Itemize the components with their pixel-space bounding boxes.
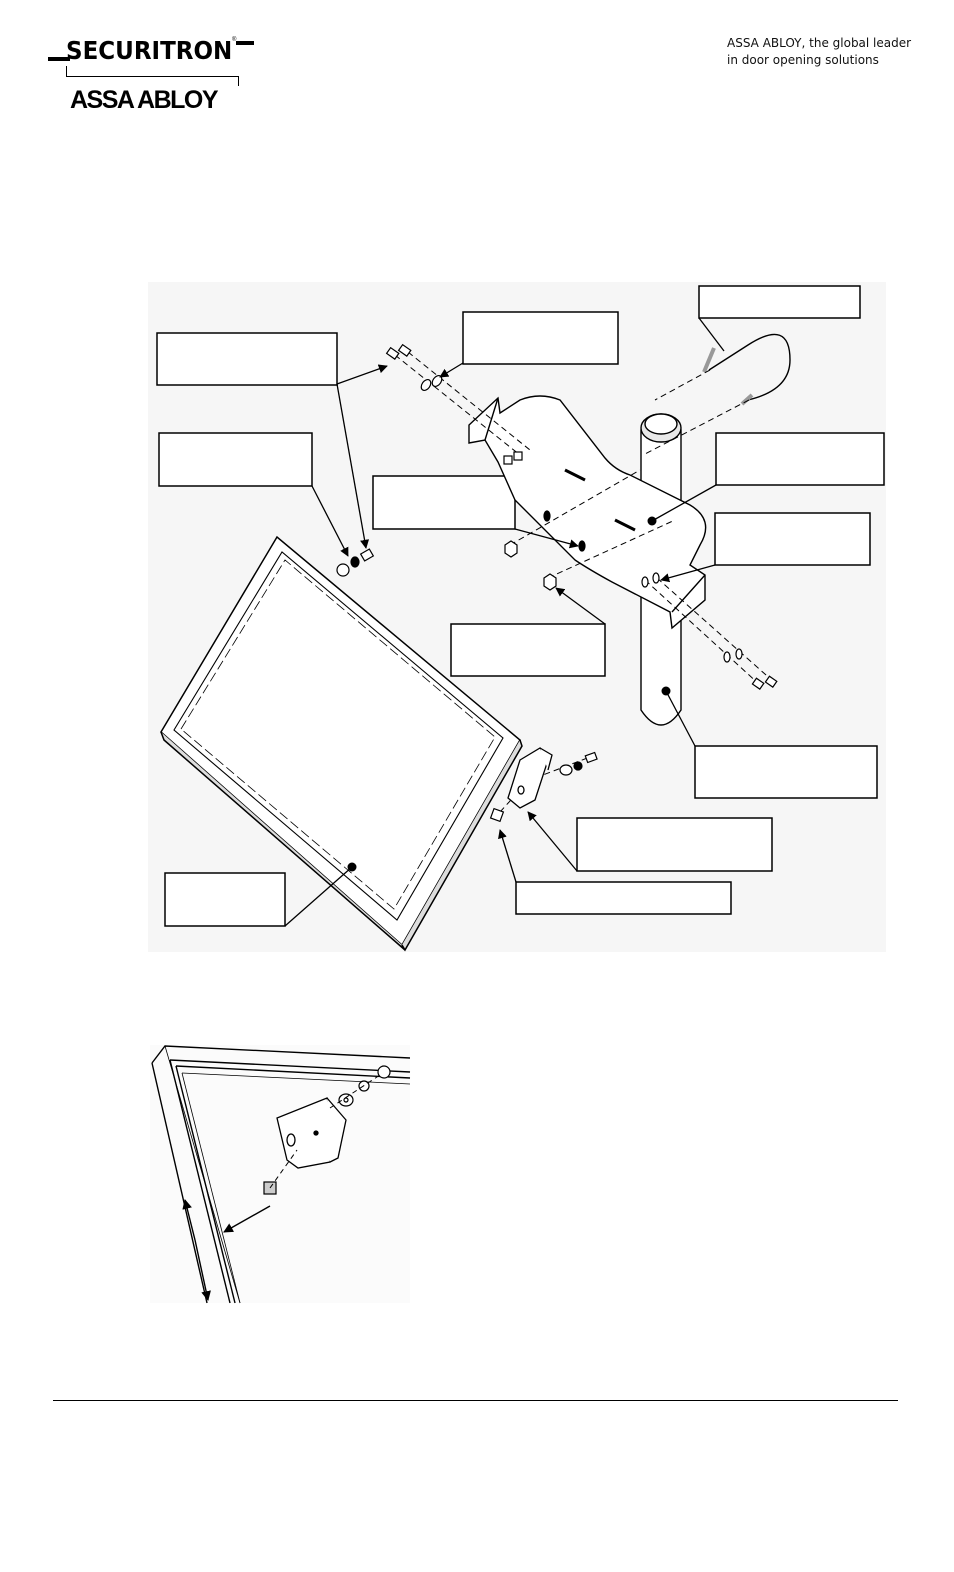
hardware-parts (336, 343, 778, 823)
registered-mark: ® (232, 37, 237, 43)
logo-bracket-line (66, 76, 238, 77)
tagline-line-2: in door opening solutions (727, 53, 879, 67)
callout-boxes (156, 285, 885, 927)
callout-box-panel-hardware (158, 432, 313, 487)
callout-box-u-bolt (698, 285, 861, 319)
securitron-assa-abloy-logo: SECURITRON ® ASSA ABLOY (48, 36, 268, 116)
callout-box-square-nut (515, 881, 732, 915)
callout-box-pole (694, 745, 878, 799)
logo-bracket-right (238, 76, 239, 86)
callout-box-screws-top (156, 332, 338, 386)
logo-bar-left (48, 57, 70, 61)
callout-box-panel (164, 872, 286, 927)
mounting-clip (507, 747, 553, 809)
callout-box-clip (576, 817, 773, 872)
logo-bracket-left (66, 66, 67, 76)
tagline-line-1: ASSA ABLOY, the global leader (727, 36, 912, 50)
logo-bar-right (236, 41, 254, 45)
callout-box-washers-top (462, 311, 619, 365)
detail-hardware (263, 1065, 391, 1195)
callout-box-lock-washer (372, 475, 516, 530)
u-bolt (644, 333, 791, 455)
assa-abloy-wordmark: ASSA ABLOY (70, 86, 219, 114)
callout-box-washers-right (714, 512, 871, 566)
leader-dots (347, 516, 671, 872)
detail-clip (276, 1097, 347, 1169)
callout-box-nut (450, 623, 606, 677)
tagline: ASSA ABLOY, the global leader in door op… (727, 35, 911, 69)
footer-rule (53, 1400, 898, 1401)
callout-box-bracket (715, 432, 885, 486)
securitron-wordmark: SECURITRON (66, 36, 233, 65)
detail-view (150, 1045, 411, 1304)
mounting-bracket (468, 395, 707, 630)
leader-lines (284, 317, 725, 927)
panel (160, 535, 523, 952)
